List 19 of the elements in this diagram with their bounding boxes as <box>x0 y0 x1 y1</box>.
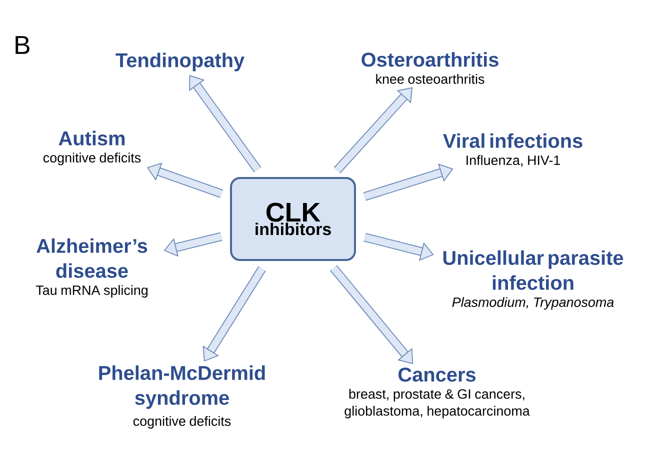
subtitle: knee osteoarthritis <box>376 74 484 84</box>
subtitle: Plasmodium, Trypanosoma <box>452 297 614 310</box>
subtitle: cognitive deficits <box>43 152 141 166</box>
heading: Cancers <box>398 368 476 382</box>
block-arrow <box>164 232 222 257</box>
heading: Phelan-McDermid syndrome <box>99 365 265 409</box>
panel-letter: B <box>16 36 30 54</box>
subtitle: Tau mRNA splicing <box>36 285 148 298</box>
subtitle: Influenza, HIV-1 <box>466 155 560 167</box>
heading: Unicellular parasite infection <box>443 250 624 290</box>
subtitle: breast, prostate & GI cancers, glioblastoma, hepatocarcinoma <box>344 388 530 418</box>
heading: Osteroarthritis <box>362 52 498 67</box>
block-arrow <box>364 232 434 261</box>
heading: Viral infections <box>443 133 582 148</box>
subtitle: cognitive deficits <box>133 416 231 429</box>
heading: Autism <box>58 130 125 146</box>
heading: Tendinopathy <box>116 52 244 72</box>
heading: Alzheimer’s disease <box>36 238 148 278</box>
center-box: CLK inhibitors <box>230 176 356 261</box>
